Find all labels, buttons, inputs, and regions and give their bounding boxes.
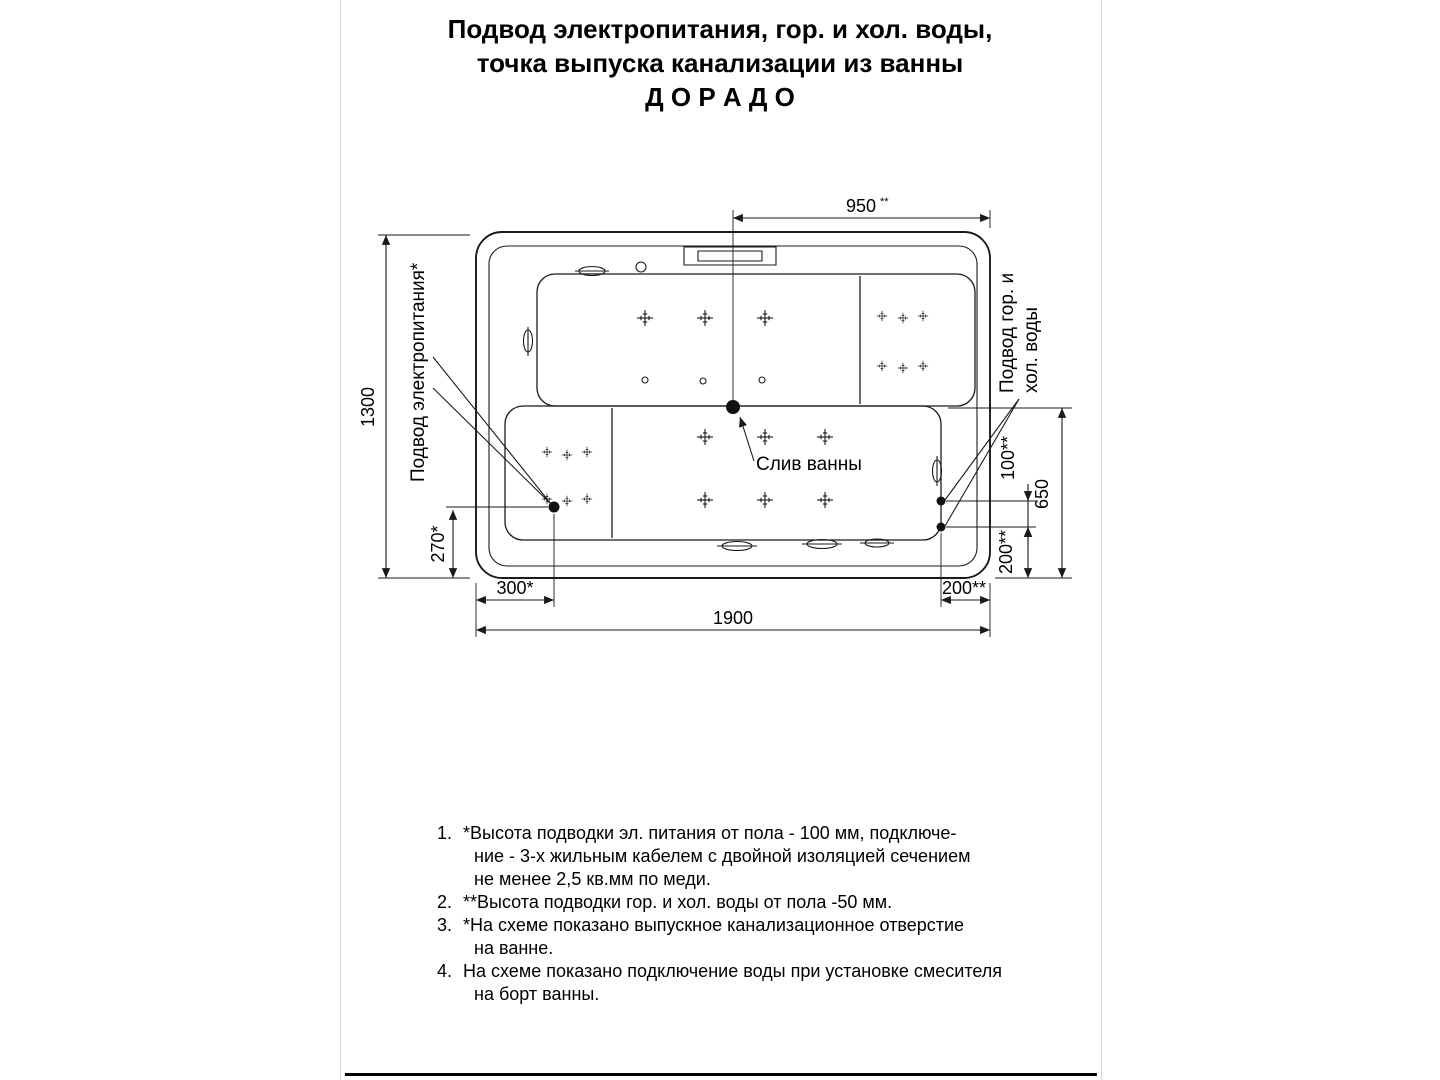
water-supply-label-line1: Подвод гор. и	[997, 273, 1018, 393]
note-1: 1. *Высота подводки эл. питания от пола …	[437, 822, 1037, 891]
dim-950: 950	[846, 196, 876, 216]
note-1-line-1: *Высота подводки эл. питания от пола - 1…	[463, 823, 957, 843]
note-2-number: 2.	[437, 892, 453, 912]
dim-300: 300*	[496, 578, 533, 598]
water-connection-point-upper	[936, 496, 946, 506]
dim-650: 650	[1032, 479, 1052, 509]
upper-basin	[536, 273, 976, 407]
drain-point	[726, 400, 740, 414]
dim-200-right: 200**	[996, 530, 1016, 574]
note-1-line-3: не менее 2,5 кв.мм по меди.	[474, 869, 711, 889]
jet-markers	[541, 309, 929, 509]
note-3-number: 3.	[437, 915, 453, 935]
note-3-line-2: на ванне.	[474, 938, 554, 958]
note-1-number: 1.	[437, 823, 453, 843]
note-4-line-1: На схеме показано подключение воды при у…	[463, 961, 1003, 981]
leader-lines	[432, 356, 1020, 527]
note-3: 3. *На схеме показано выпускное канализа…	[437, 914, 1037, 960]
page-bottom-rule	[345, 1073, 1097, 1076]
dim-1300: 1300	[358, 387, 378, 427]
title-line-1: Подвод электропитания, гор. и хол. воды,	[447, 14, 993, 44]
top-fitting	[683, 246, 777, 266]
note-4: 4. На схеме показано подключение воды пр…	[437, 960, 1037, 1006]
lower-basin	[504, 405, 942, 541]
dim-950-sup: **	[880, 196, 889, 208]
dim-100: 100**	[998, 436, 1018, 480]
drawing-title: Подвод электропитания, гор. и хол. воды,…	[340, 12, 1100, 114]
power-connection-point	[548, 501, 560, 513]
note-3-line-1: *На схеме показано выпускное канализацио…	[463, 915, 965, 935]
dim-270: 270*	[428, 525, 448, 562]
note-2: 2. **Высота подводки гор. и хол. воды от…	[437, 891, 1037, 914]
title-line-3: Д О Р А Д О	[645, 82, 795, 112]
dim-1900: 1900	[713, 608, 753, 628]
note-4-number: 4.	[437, 961, 453, 981]
notes-list: 1. *Высота подводки эл. питания от пола …	[437, 822, 1037, 1006]
rim-fittings	[522, 261, 943, 552]
title-line-2: точка выпуска канализации из ванны	[476, 48, 964, 78]
note-1-line-2: ние - 3-х жильным кабелем с двойной изол…	[474, 846, 971, 866]
water-connection-point-lower	[936, 522, 946, 532]
note-4-line-2: на борт ванны.	[474, 984, 600, 1004]
water-supply-label-line2: хол. воды	[1021, 307, 1042, 393]
dimension-lines	[381, 213, 1067, 635]
power-supply-label: Подвод электропитания*	[408, 262, 429, 482]
note-2-line-1: **Высота подводки гор. и хол. воды от по…	[463, 892, 893, 912]
extension-lines	[378, 210, 1072, 637]
dim-200-bottom: 200**	[942, 578, 986, 598]
drain-label: Слив ванны	[756, 454, 862, 475]
